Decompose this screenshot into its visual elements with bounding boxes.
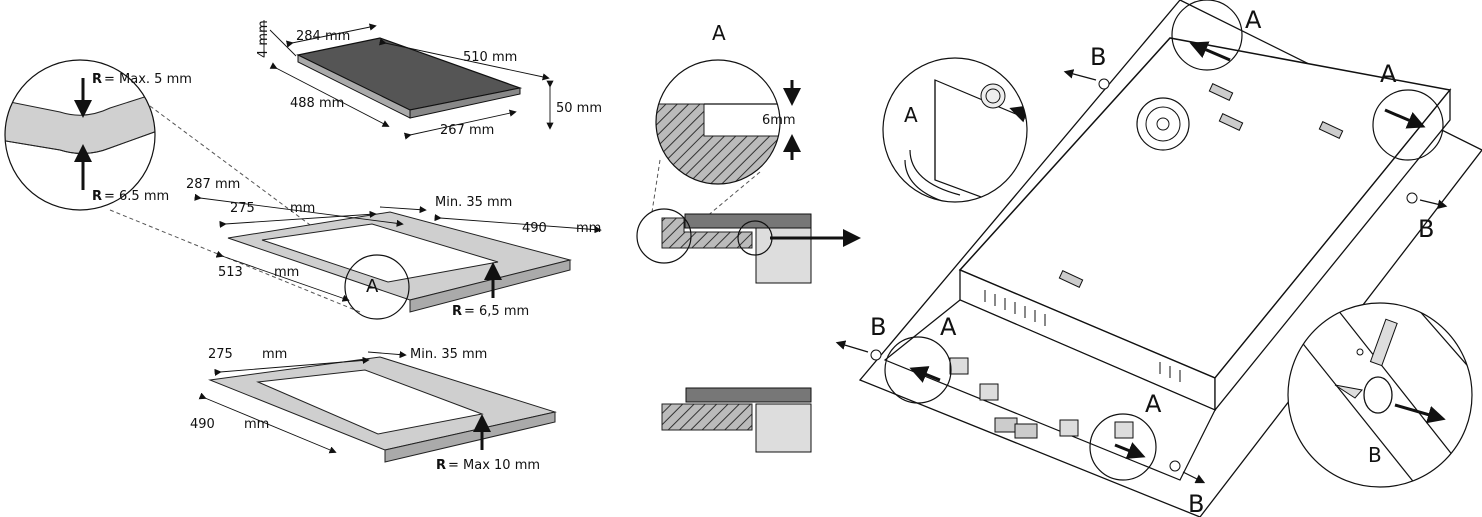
cut1-min35: Min. 35 mm (435, 195, 512, 210)
cutout-countertop-2: 275 mm Min. 35 mm 490 mm R = Max 10 mm (190, 347, 557, 473)
section-detail-a: A 6mm (651, 21, 801, 223)
cut1-513-unit: mm (274, 265, 299, 280)
cut2-275-unit: mm (262, 347, 287, 362)
r-symbol-top: R (92, 72, 102, 87)
cut1-490-unit: mm (576, 221, 601, 236)
zoom-label-b: B (1368, 443, 1382, 467)
dim-267: 267 mm (440, 123, 494, 138)
label-a-bottom: A (1145, 390, 1162, 418)
section-view-mounted (636, 208, 861, 284)
dim-488: 488 mm (290, 96, 344, 111)
cut1-275-unit: mm (290, 201, 315, 216)
hob-underside-assembly: A A A A B B B B (835, 0, 1482, 517)
cut2-min35: Min. 35 mm (410, 347, 487, 362)
label-b-top: B (1090, 43, 1106, 71)
cut1-287: 287 mm (186, 177, 240, 192)
cutout-countertop-1: 287 mm 275 mm Min. 35 mm 490 mm 513 mm A… (186, 177, 602, 320)
cut1-detail-ref: A (366, 276, 379, 297)
label-a-top: A (1245, 6, 1262, 34)
cut1-r-symbol: R (452, 304, 462, 319)
detail-zoom-a: A (882, 57, 1028, 203)
cut1-513: 513 (218, 265, 243, 280)
section-view-unmounted (661, 387, 812, 453)
cut1-490: 490 (522, 221, 547, 236)
cut1-275: 275 (230, 201, 255, 216)
cut2-r-symbol: R (436, 458, 446, 473)
dim-284: 284 mm (296, 29, 350, 44)
label-a-left: A (940, 313, 957, 341)
r-symbol-bottom: R (92, 189, 102, 204)
detail-zoom-b: B (1287, 302, 1473, 488)
label-b-right: B (1418, 215, 1434, 243)
gap-6mm: 6mm (762, 113, 796, 128)
cut2-r-label: = Max 10 mm (448, 458, 540, 473)
cut1-r-label: = 6,5 mm (464, 304, 529, 319)
dim-510: 510 mm (463, 50, 517, 65)
label-a-right: A (1380, 60, 1397, 88)
radius-detail: R = Max. 5 mm R = 6.5 mm (4, 59, 361, 313)
zoom-label-a: A (904, 103, 918, 127)
r-6-5: = 6.5 mm (104, 189, 169, 204)
dim-50: 50 mm (556, 101, 602, 116)
cut2-490: 490 (190, 417, 215, 432)
cut2-275: 275 (208, 347, 233, 362)
label-b-bottom: B (1188, 490, 1204, 517)
hob-top-view: 284 mm 510 mm 488 mm 267 mm 4 mm 50 mm (256, 20, 602, 140)
label-b-left: B (870, 313, 886, 341)
dim-4: 4 mm (256, 20, 271, 58)
section-title: A (712, 21, 726, 45)
r-max5: = Max. 5 mm (104, 72, 192, 87)
cut2-490-unit: mm (244, 417, 269, 432)
